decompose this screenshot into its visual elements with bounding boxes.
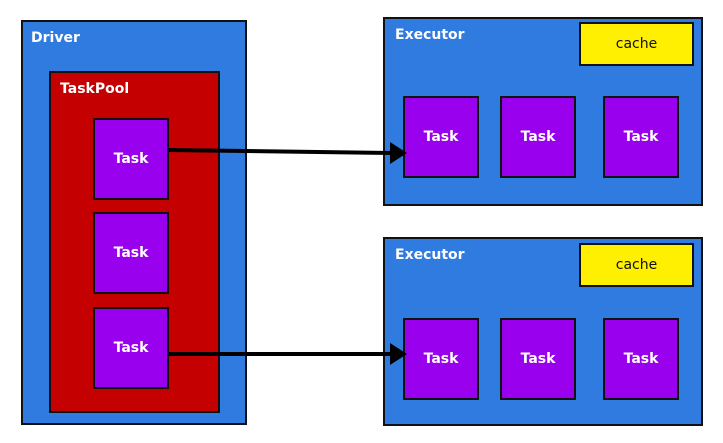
executor-label-2: Executor — [395, 247, 465, 263]
executor-1-task-3: Task — [603, 96, 679, 178]
executor-cache-2: cache — [579, 243, 694, 287]
taskpool-task-2: Task — [93, 212, 169, 294]
executor-label-1: Executor — [395, 27, 465, 43]
executor-1-task-2: Task — [500, 96, 576, 178]
executor-2-task-3: Task — [603, 318, 679, 400]
driver-label: Driver — [31, 30, 80, 46]
executor-2-task-1: Task — [403, 318, 479, 400]
taskpool-label: TaskPool — [60, 81, 130, 97]
executor-1-task-1: Task — [403, 96, 479, 178]
executor-2-task-2: Task — [500, 318, 576, 400]
taskpool-task-3: Task — [93, 307, 169, 389]
taskpool-task-1: Task — [93, 118, 169, 200]
executor-cache-1: cache — [579, 22, 694, 66]
